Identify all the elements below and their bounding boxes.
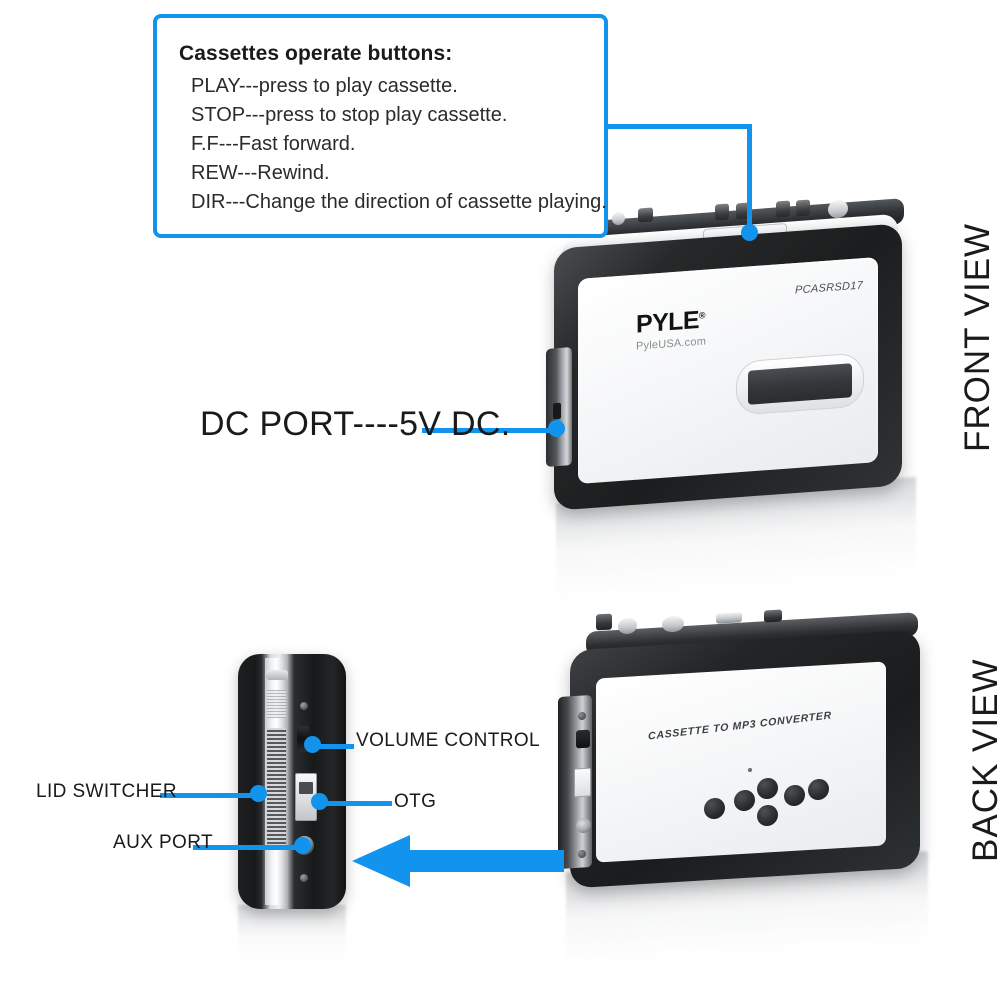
- anchor-dot-otg: [311, 793, 328, 810]
- direction-arrow-icon: [352, 835, 564, 887]
- trademark-symbol: ®: [698, 310, 705, 321]
- side-screw-top: [300, 702, 308, 710]
- anchor-dot-dc-port: [548, 420, 565, 437]
- callout-item-play: PLAY---press to play cassette.: [191, 75, 458, 97]
- side-lid-hinge: [266, 670, 288, 680]
- side-body-shell: [238, 654, 346, 909]
- callout-leader-horizontal: [604, 124, 752, 129]
- leader-line-volume-control: [310, 744, 354, 749]
- callout-item-dir: DIR---Change the direction of cassette p…: [191, 191, 607, 213]
- leader-line-aux-port: [193, 845, 300, 850]
- callout-item-rew: REW---Rewind.: [191, 162, 330, 184]
- device-front-view: PYLE® PyleUSA.com PCASRSD17: [540, 198, 920, 518]
- callout-anchor-dot-cassette-buttons: [741, 224, 758, 241]
- device-side-view: [232, 648, 352, 918]
- back-side-usb-port: [574, 767, 591, 798]
- back-top-button-1: [596, 613, 612, 631]
- back-top-button-4: [764, 609, 782, 623]
- brand-logo-group: PYLE® PyleUSA.com: [636, 305, 706, 353]
- view-title-back: BACK VIEW: [966, 658, 1000, 862]
- back-side-volume-knob: [576, 729, 590, 749]
- view-title-front: FRONT VIEW: [958, 222, 997, 452]
- callout-item-ff: F.F---Fast forward.: [191, 133, 356, 155]
- label-lid-switcher: LID SWITCHER: [36, 781, 177, 802]
- back-face-panel: [596, 661, 886, 863]
- label-dc-port: DC PORT----5V DC.: [200, 405, 511, 443]
- front-top-button-2: [638, 207, 653, 223]
- cassette-window: [748, 363, 852, 405]
- callout-item-stop: STOP---press to stop play cassette.: [191, 104, 508, 126]
- leader-line-dc-port: [422, 428, 554, 433]
- callout-leader-vertical: [747, 124, 752, 230]
- label-otg: OTG: [394, 791, 437, 812]
- dc-port-slot: [553, 402, 561, 420]
- front-top-button-6: [796, 199, 810, 217]
- label-aux-port: AUX PORT: [113, 832, 213, 853]
- leader-line-lid-switcher: [160, 793, 256, 798]
- anchor-dot-aux-port: [294, 837, 311, 854]
- brand-name: PYLE®: [636, 305, 706, 339]
- brand-name-text: PYLE: [636, 305, 699, 339]
- callout-content: Cassettes operate buttons: PLAY---press …: [157, 18, 607, 227]
- cassette-window-frame: [736, 352, 864, 416]
- callout-title: Cassettes operate buttons:: [179, 42, 453, 65]
- cassette-buttons-callout: Cassettes operate buttons: PLAY---press …: [153, 14, 608, 238]
- anchor-dot-volume-control: [304, 736, 321, 753]
- label-volume-control: VOLUME CONTROL: [356, 730, 541, 751]
- side-texture-lines: [267, 690, 286, 718]
- lid-switcher-grille: [267, 728, 286, 848]
- front-top-button-3: [715, 203, 729, 221]
- device-back-view: CASSETTE TO MP3 CONVERTER: [552, 608, 932, 908]
- back-top-slider: [716, 612, 742, 624]
- callout-item-list: PLAY---press to play cassette. STOP---pr…: [179, 72, 607, 217]
- front-top-button-5: [776, 200, 790, 218]
- anchor-dot-lid-switcher: [250, 785, 267, 802]
- side-screw-bottom: [300, 874, 308, 882]
- leader-line-otg: [318, 801, 392, 806]
